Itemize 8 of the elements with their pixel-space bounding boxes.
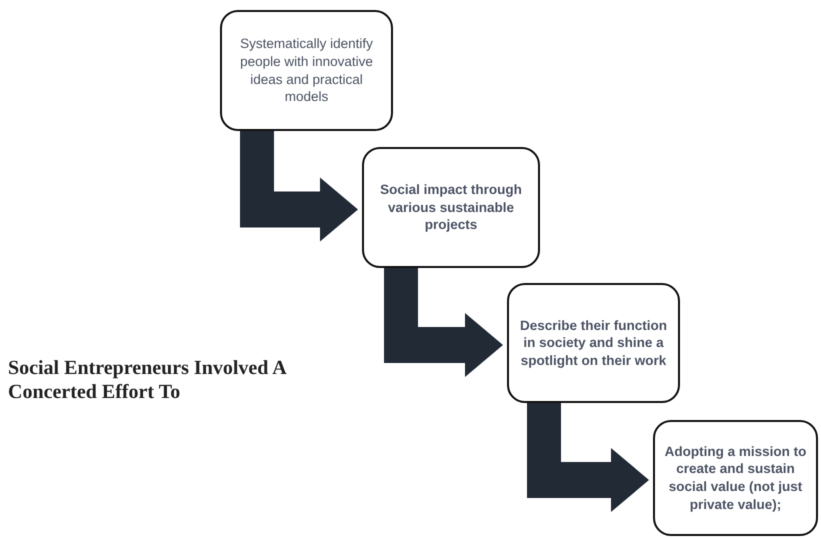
elbow-arrow bbox=[384, 268, 503, 377]
elbow-arrow bbox=[240, 131, 358, 242]
elbow-arrow bbox=[527, 403, 649, 512]
step-box: Systematically identify people with innovative ideas and practical models bbox=[220, 10, 393, 131]
diagram-title: Social Entrepreneurs Involved A Concerted Effort To bbox=[8, 356, 288, 404]
step-box: Adopting a mission to create and sustain social value (not just private value); bbox=[653, 420, 818, 536]
step-box: Describe their function in society and shine a spotlight on their work bbox=[507, 283, 680, 403]
step-box: Social impact through various sustainable projects bbox=[362, 147, 540, 268]
